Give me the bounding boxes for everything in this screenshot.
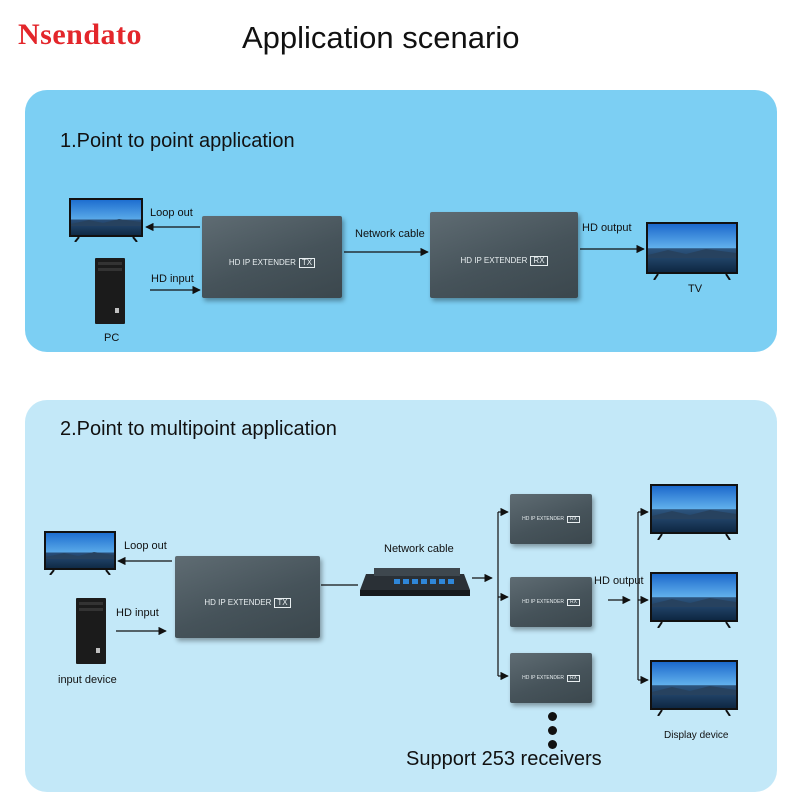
hd-input-label-2: HD input bbox=[116, 607, 159, 619]
support-receivers-text: Support 253 receivers bbox=[406, 748, 602, 770]
loop-out-tv-icon bbox=[69, 198, 143, 242]
hd-output-label: HD output bbox=[582, 222, 632, 234]
point-to-point-panel bbox=[25, 90, 777, 352]
loop-out-tv-icon-2 bbox=[44, 531, 116, 575]
network-cable-label: Network cable bbox=[355, 228, 425, 240]
tx-badge: TX bbox=[298, 258, 316, 268]
display-tv-icon-a bbox=[650, 484, 738, 540]
source-label: PC bbox=[104, 332, 120, 344]
tx-badge-2: TX bbox=[274, 598, 291, 608]
loop-out-label: Loop out bbox=[150, 207, 193, 219]
display-label: TV bbox=[688, 283, 703, 295]
tx-box-text-2: HD IP EXTENDER bbox=[204, 598, 272, 607]
hd-output-label-2: HD output bbox=[594, 575, 644, 587]
display-device-label: Display device bbox=[664, 730, 729, 741]
rx-badge: RX bbox=[530, 256, 548, 266]
rx-badge-b: RX bbox=[566, 599, 580, 606]
pc-tower-icon bbox=[95, 258, 125, 324]
input-device-tower-icon bbox=[76, 598, 106, 664]
rx-badge-a: RX bbox=[566, 516, 580, 523]
display-tv-icon-b bbox=[650, 572, 738, 628]
hd-input-label: HD input bbox=[151, 273, 194, 285]
network-switch-icon bbox=[360, 566, 470, 603]
input-device-label: input device bbox=[58, 674, 117, 686]
rx-box-b-text: HD IP EXTENDER bbox=[522, 599, 564, 605]
more-dot bbox=[548, 712, 557, 721]
loop-out-label-2: Loop out bbox=[124, 540, 167, 552]
more-dot bbox=[548, 740, 557, 749]
page-title: Application scenario bbox=[242, 20, 520, 55]
section-2-title: 2.Point to multipoint application bbox=[60, 418, 337, 440]
rx-badge-c: RX bbox=[566, 675, 580, 682]
rx-box-text: HD IP EXTENDER bbox=[460, 256, 528, 265]
rx-box-a-text: HD IP EXTENDER bbox=[522, 516, 564, 522]
rx-box-c-text: HD IP EXTENDER bbox=[522, 675, 564, 681]
display-tv-icon bbox=[646, 222, 738, 280]
tx-box-text: HD IP EXTENDER bbox=[228, 258, 296, 267]
brand-logo: Nsendato bbox=[18, 18, 143, 51]
display-tv-icon-c bbox=[650, 660, 738, 716]
more-dot bbox=[548, 726, 557, 735]
section-1-title: 1.Point to point application bbox=[60, 130, 295, 152]
network-cable-label-2: Network cable bbox=[384, 543, 454, 555]
